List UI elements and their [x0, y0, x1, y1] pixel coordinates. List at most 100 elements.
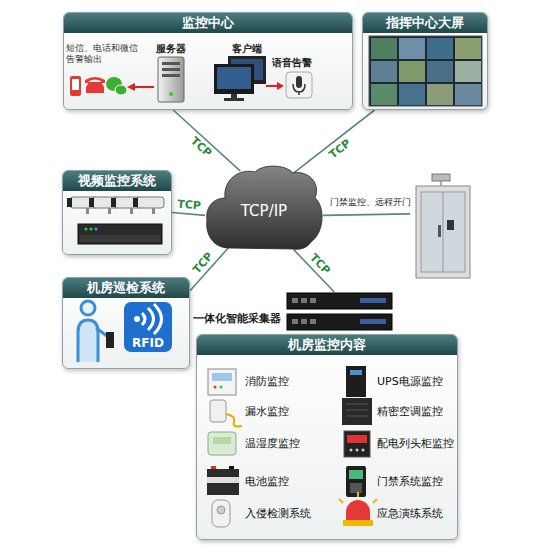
device-node: 一体化智能采集器 [287, 292, 392, 332]
client-monitors [217, 67, 251, 89]
fire-panel-icon [208, 369, 236, 395]
network-cloud: TCP/IP [205, 162, 323, 254]
battery-icon [207, 477, 239, 483]
air-conditioner-icon [346, 416, 368, 417]
server-icon [162, 62, 180, 65]
box-heading: 机房巡检系统 [63, 278, 189, 298]
video-wall [371, 61, 397, 82]
rfid-tag [134, 316, 140, 322]
camera-icons [136, 197, 164, 208]
video-recorder [78, 224, 162, 244]
emergency-light-icon [339, 499, 343, 503]
alert-arrow [127, 83, 154, 91]
alert-arrow [266, 82, 284, 90]
video-wall [399, 38, 425, 59]
camera-icons [89, 198, 94, 207]
fire-panel-icon [208, 369, 236, 395]
camera-icons [130, 208, 133, 214]
rfid-tag [142, 313, 145, 325]
server-icon [158, 57, 184, 102]
door-illustration [447, 220, 454, 230]
connector-label: TCP [308, 251, 334, 277]
voice-alarm-icon [296, 76, 302, 88]
camera-icons [86, 208, 89, 214]
voice-alarm-icon [286, 72, 312, 98]
tcp-connector [323, 214, 410, 216]
patrol-person [81, 301, 95, 315]
collector-device [287, 293, 392, 330]
battery-icon [211, 466, 216, 469]
telephone-icon [85, 77, 105, 93]
emergency-light-icon [346, 500, 370, 520]
video-recorder [95, 228, 98, 231]
telephone-icon [86, 82, 104, 93]
box-heading: 指挥中心大屏 [363, 13, 487, 33]
telephone-icon [85, 77, 105, 83]
emergency-light-icon [373, 499, 377, 503]
server-icon [169, 92, 173, 96]
connector-label: TCP [188, 134, 214, 160]
wechat-icon [115, 85, 127, 95]
door-illustration [441, 176, 442, 186]
power-meter-icon [356, 449, 359, 452]
camera-icons [152, 208, 155, 214]
camera-icons [92, 197, 120, 208]
collector-device [360, 319, 386, 324]
humidity-sensor-icon [208, 432, 236, 455]
collector-device [360, 298, 386, 303]
collector-device [287, 293, 392, 309]
video-wall [427, 84, 453, 105]
video-wall [369, 36, 482, 106]
video-wall [371, 84, 397, 105]
video-wall [399, 61, 425, 82]
collector-device [287, 314, 392, 330]
door-illustration [443, 192, 444, 272]
emergency-light-icon [343, 520, 373, 526]
rfid-tag [124, 302, 172, 352]
patrol-person [78, 301, 114, 362]
connector-label: TCP [190, 250, 215, 276]
fire-panel-icon [212, 373, 232, 381]
voice-alarm-icon [298, 92, 300, 95]
video-wall [455, 84, 481, 105]
ups-icon [346, 366, 366, 397]
connector-label: TCP [177, 197, 202, 212]
ups-icon [350, 370, 362, 375]
power-meter-icon [362, 449, 365, 452]
intrusion-sensor-icon [217, 506, 225, 514]
system-box: 指挥中心大屏 [362, 12, 488, 110]
humidity-sensor-icon [208, 432, 236, 455]
voice-alarm-icon [286, 72, 312, 98]
camera-icons [133, 198, 138, 207]
system-box: 视频监控系统 [62, 170, 172, 255]
battery-icon [207, 466, 239, 495]
door-illustration [416, 174, 470, 278]
client-monitors [231, 94, 237, 98]
air-conditioner-icon [342, 398, 372, 425]
video-recorder [85, 228, 88, 231]
intrusion-sensor-icon [212, 500, 230, 527]
video-recorder [78, 224, 162, 244]
box-heading: 机房监控内容 [197, 335, 457, 355]
battery-icon [229, 466, 234, 469]
client-monitors [224, 98, 244, 101]
camera-icons [67, 198, 72, 207]
water-leak-sensor-icon [210, 400, 226, 422]
alert-arrow [266, 85, 278, 87]
server-icon [162, 74, 180, 77]
camera-icons [111, 198, 116, 207]
patrol-person [106, 332, 114, 348]
box-heading: 监控中心 [64, 13, 352, 33]
battery-icon [207, 469, 239, 495]
access-control-icon [346, 466, 366, 497]
power-meter-icon [347, 435, 367, 443]
power-meter-icon [344, 431, 370, 457]
air-conditioner-icon [342, 398, 372, 425]
access-control-icon [349, 470, 363, 479]
ups-icon [346, 366, 366, 397]
alert-arrow [133, 86, 154, 88]
video-recorder [80, 235, 160, 242]
camera-icons [67, 197, 164, 214]
video-wall [371, 38, 397, 59]
